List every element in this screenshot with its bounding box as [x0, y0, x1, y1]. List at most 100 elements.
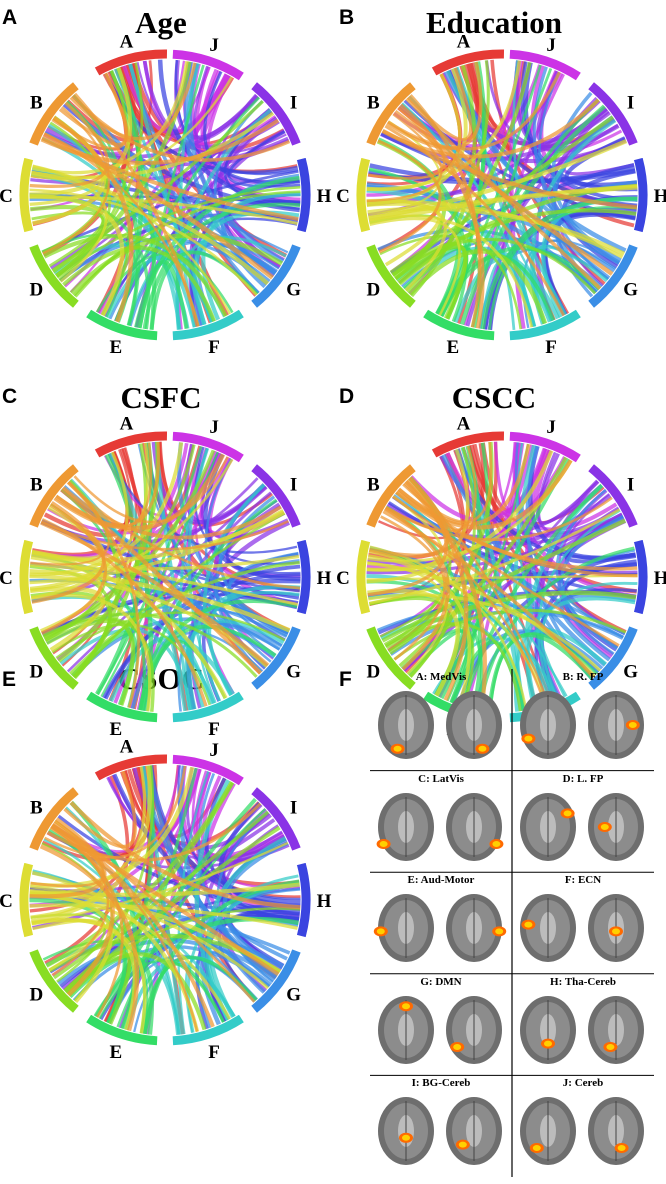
chord-segment-arc — [508, 430, 583, 464]
brain-slices — [520, 792, 644, 861]
chord-ribbon — [29, 188, 258, 297]
chord-segment-label: G — [286, 280, 301, 301]
brain-slice — [588, 792, 644, 861]
chord-ribbon — [540, 581, 638, 702]
chord-segment-arc — [93, 48, 169, 77]
chord-ribbon — [63, 770, 137, 849]
chord-segment-arc — [632, 156, 649, 234]
brain-slices — [520, 691, 644, 759]
brain-slice — [378, 995, 434, 1064]
panel-letter-f: F — [339, 668, 352, 691]
brain-slices — [520, 1097, 644, 1166]
chord-ribbon — [29, 480, 110, 566]
network-cell-l-fp: D: L. FP — [512, 771, 654, 873]
chord-ribbon — [29, 554, 300, 571]
network-cell-r-fp: B: R. FP — [512, 669, 654, 771]
chord-segment-label: D — [30, 985, 44, 1006]
chord-segment-arc — [365, 243, 418, 310]
chord-segment-arc — [84, 690, 159, 724]
chord-ribbon — [61, 485, 283, 540]
chord-segment-arc — [18, 156, 35, 234]
brain-slice — [446, 995, 502, 1064]
network-label: B: R. FP — [562, 671, 604, 683]
network-label: I: BG-Cereb — [411, 1077, 471, 1090]
chord-ribbon — [366, 113, 443, 203]
chord-ribbon — [29, 823, 105, 888]
chord-ribbon — [393, 109, 614, 277]
brain-slices — [373, 894, 507, 963]
chord-ribbon — [394, 490, 638, 571]
chord-segment-label: C — [0, 186, 13, 207]
chord-segment-arc — [28, 625, 81, 692]
chord-ribbon — [60, 487, 263, 676]
chord-ribbon — [408, 93, 482, 329]
brain-slices — [520, 995, 644, 1064]
chord-ribbon — [385, 622, 522, 713]
chord-segment-arc — [365, 80, 418, 147]
panel-title-age: Age — [135, 5, 187, 40]
chord-segment-arc — [355, 156, 372, 234]
chord-ribbon — [59, 627, 194, 711]
chord-ribbon — [29, 885, 270, 990]
chord-ribbon — [31, 60, 189, 175]
chord-ribbon — [54, 60, 192, 278]
chord-ribbon — [69, 800, 301, 910]
chord-segment-arc — [28, 80, 81, 147]
chord-segment-arc — [93, 753, 169, 782]
chord-ribbon — [30, 170, 270, 286]
chord-segment-arc — [632, 538, 649, 616]
panel-title-education: Education — [425, 5, 563, 40]
chord-ribbon — [477, 546, 636, 712]
chord-ribbon — [49, 826, 110, 977]
chord-ribbon — [366, 202, 442, 267]
panel-letter-c: C — [2, 385, 18, 408]
chord-segment-label: I — [627, 93, 634, 114]
chord-ribbon — [369, 217, 461, 317]
grid-lines — [370, 669, 654, 1177]
brain-slice — [520, 995, 576, 1064]
chord-ribbon — [380, 518, 627, 643]
chord-segment-arc — [171, 753, 246, 787]
chord-segment-label: H — [317, 186, 332, 207]
chord-ribbon — [397, 105, 485, 330]
chord-ribbon — [41, 517, 208, 708]
chord-ribbon — [177, 770, 210, 1035]
chord-ribbon — [367, 103, 446, 180]
chord-ribbon — [479, 261, 516, 331]
chord-segment-label: D — [30, 662, 44, 683]
chord-ribbon — [460, 483, 604, 708]
chord-ribbon — [29, 586, 106, 653]
chord-ribbon — [73, 455, 230, 524]
chord-ribbon — [31, 500, 106, 604]
chord-ribbon — [29, 101, 110, 188]
brain-slices — [378, 691, 502, 759]
chord-ribbon — [405, 61, 532, 294]
brain-slice — [446, 691, 502, 759]
chord-segment-label: G — [623, 280, 638, 301]
brain-slice — [446, 894, 507, 963]
chord-ribbon — [66, 480, 141, 709]
chord-segment-arc — [508, 308, 583, 342]
chord-ribbon — [407, 248, 548, 325]
chord-segment-label: I — [290, 93, 297, 114]
chord-segment-label: F — [208, 1042, 220, 1063]
chord-segment-arc — [430, 430, 506, 459]
chord-segment-arc — [28, 948, 81, 1015]
chord-ribbon — [381, 128, 638, 210]
chord-ribbon — [396, 244, 468, 320]
brain-slice — [520, 792, 576, 861]
chord-ribbon — [73, 92, 200, 328]
chord-segment-label: J — [546, 35, 556, 56]
chord-segment-label: F — [208, 719, 220, 740]
chord-ribbon — [29, 205, 106, 274]
chord-segment-label: G — [286, 662, 301, 683]
chord-segment-label: I — [290, 475, 297, 496]
chord-segment-arc — [421, 308, 496, 342]
brain-slice — [588, 691, 644, 759]
chord-segment-arc — [28, 785, 81, 852]
chord-ribbon — [368, 475, 450, 558]
chord-segment-arc — [249, 948, 302, 1015]
